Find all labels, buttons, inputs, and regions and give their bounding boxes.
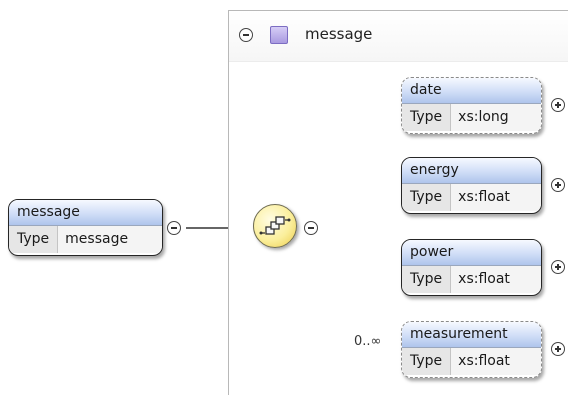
type-value: xs:float (451, 266, 541, 293)
expand-date-toggle-icon[interactable] (551, 98, 565, 112)
collapse-sequence-toggle-icon[interactable] (304, 221, 318, 235)
element-type-row: Type xs:float (402, 266, 541, 293)
element-name: message (9, 200, 162, 226)
expand-power-toggle-icon[interactable] (551, 260, 565, 274)
sequence-compositor[interactable] (253, 204, 297, 248)
type-label: Type (402, 184, 452, 211)
child-element-energy[interactable]: energy Type xs:float (401, 157, 542, 214)
element-type-row: Type xs:float (402, 348, 541, 375)
complex-type-name: message (305, 25, 373, 43)
element-name: date (402, 78, 541, 104)
collapse-root-toggle-icon[interactable] (167, 221, 181, 235)
type-label: Type (402, 104, 452, 131)
root-element-box[interactable]: message Type message (8, 199, 163, 256)
child-element-date[interactable]: date Type xs:long (401, 77, 542, 134)
element-name: measurement (402, 322, 541, 348)
element-type-row: Type xs:long (402, 104, 541, 131)
expand-measurement-toggle-icon[interactable] (551, 342, 565, 356)
type-label: Type (9, 226, 59, 253)
type-value: xs:long (451, 104, 541, 131)
sequence-icon (259, 216, 291, 235)
occurrence-range-label: 0..∞ (354, 334, 382, 349)
complex-type-header: message (229, 11, 568, 62)
element-name: power (402, 240, 541, 266)
type-value: xs:float (451, 184, 541, 211)
child-element-power[interactable]: power Type xs:float (401, 239, 542, 296)
type-label: Type (402, 266, 452, 293)
element-type-row: Type xs:float (402, 184, 541, 211)
child-element-measurement[interactable]: measurement Type xs:float (401, 321, 542, 378)
element-name: energy (402, 158, 541, 184)
expand-energy-toggle-icon[interactable] (551, 178, 565, 192)
type-label: Type (402, 348, 452, 375)
type-value: xs:float (451, 348, 541, 375)
type-value: message (58, 226, 162, 253)
element-type-row: Type message (9, 226, 162, 253)
complex-type-icon (270, 26, 288, 44)
collapse-type-toggle-icon[interactable] (239, 28, 253, 42)
